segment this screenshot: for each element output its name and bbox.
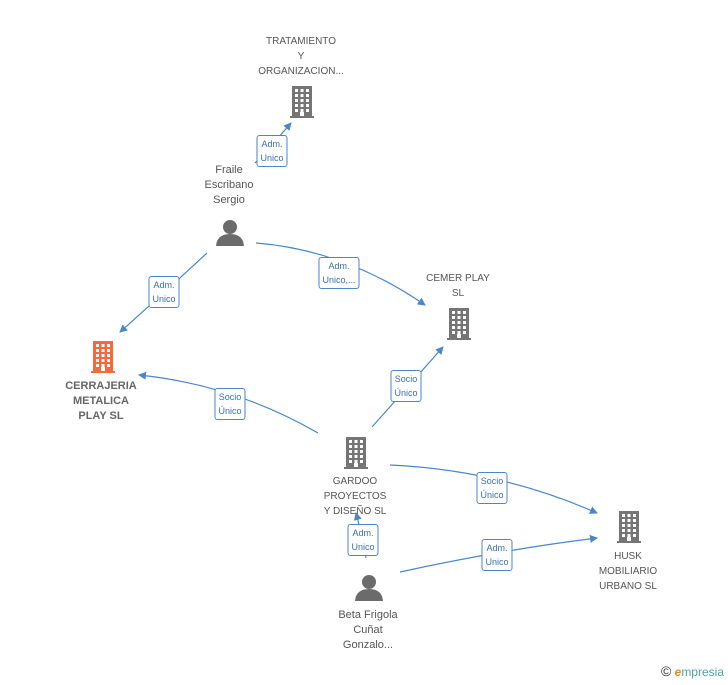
node-label-cerrajeria[interactable]: CERRAJERIA METALICA PLAY SL — [65, 380, 137, 422]
edge-label-beta-to-husk[interactable]: Adm. Unico — [481, 539, 513, 571]
edge-label-fraile-to-cemer[interactable]: Adm. Unico,... — [318, 257, 360, 289]
edge-label-fraile-to-tratamiento[interactable]: Adm. Unico — [256, 135, 288, 167]
person-icon-fraile[interactable] — [216, 220, 244, 246]
node-label-cemer[interactable]: CEMER PLAY SL — [426, 273, 490, 299]
edge-label-fraile-to-cerrajeria[interactable]: Adm. Unico — [148, 276, 180, 308]
brand-name: mpresia — [681, 665, 724, 679]
node-label-beta[interactable]: Beta Frigola Cuñat Gonzalo... — [338, 609, 398, 651]
building-icon-tratamiento[interactable] — [290, 86, 314, 118]
brand-logo: © empresia — [661, 663, 724, 679]
node-label-husk[interactable]: HUSK MOBILIARIO URBANO SL — [598, 551, 658, 592]
edge-label-gardoo-to-husk[interactable]: Socio Único — [476, 472, 508, 504]
node-label-gardoo[interactable]: GARDOO PROYECTOS Y DISEÑO SL — [323, 476, 387, 517]
building-icon-gardoo[interactable] — [344, 437, 368, 469]
edge-label-gardoo-to-cemer[interactable]: Socio Único — [390, 370, 422, 402]
edge-label-gardoo-to-cerrajeria[interactable]: Socio Único — [214, 388, 246, 420]
building-icon-cemer[interactable] — [447, 308, 471, 340]
building-icon-husk[interactable] — [617, 511, 641, 543]
node-label-tratamiento[interactable]: TRATAMIENTO Y ORGANIZACION... — [258, 36, 344, 77]
edge-label-beta-to-gardoo[interactable]: Adm. Unico — [347, 524, 379, 556]
brand-initial: e — [674, 665, 682, 679]
person-icon-beta[interactable] — [355, 575, 383, 601]
copyright-symbol: © — [660, 663, 672, 679]
building-icon-cerrajeria[interactable] — [91, 341, 115, 373]
node-label-fraile[interactable]: Fraile Escribano Sergio — [204, 164, 254, 206]
